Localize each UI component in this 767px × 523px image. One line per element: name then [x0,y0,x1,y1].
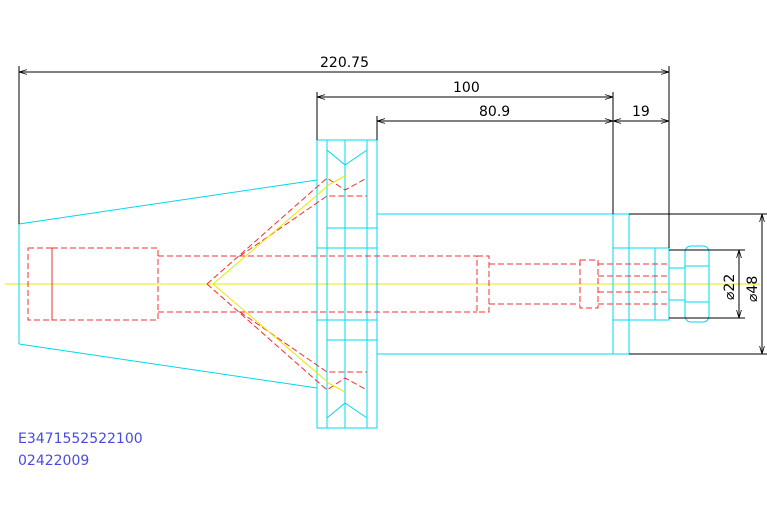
collet-nut [668,245,710,323]
dim-diameter-48: ⌀48 [745,276,761,302]
dim-diameter-22: ⌀22 [722,274,738,300]
dim-length-100: 100 [453,80,480,96]
dim-length-19: 19 [632,104,650,120]
dim-overall-length: 220.75 [320,55,369,71]
dimension-lines [19,72,762,354]
dim-length-80-9: 80.9 [479,104,510,120]
hidden-lines [27,177,669,391]
extension-lines [18,66,767,355]
cone-lines [212,175,346,393]
taper-body [18,179,318,389]
part-code-line2: 02422009 [18,453,89,469]
part-code-line1: E3471552522100 [18,431,143,447]
